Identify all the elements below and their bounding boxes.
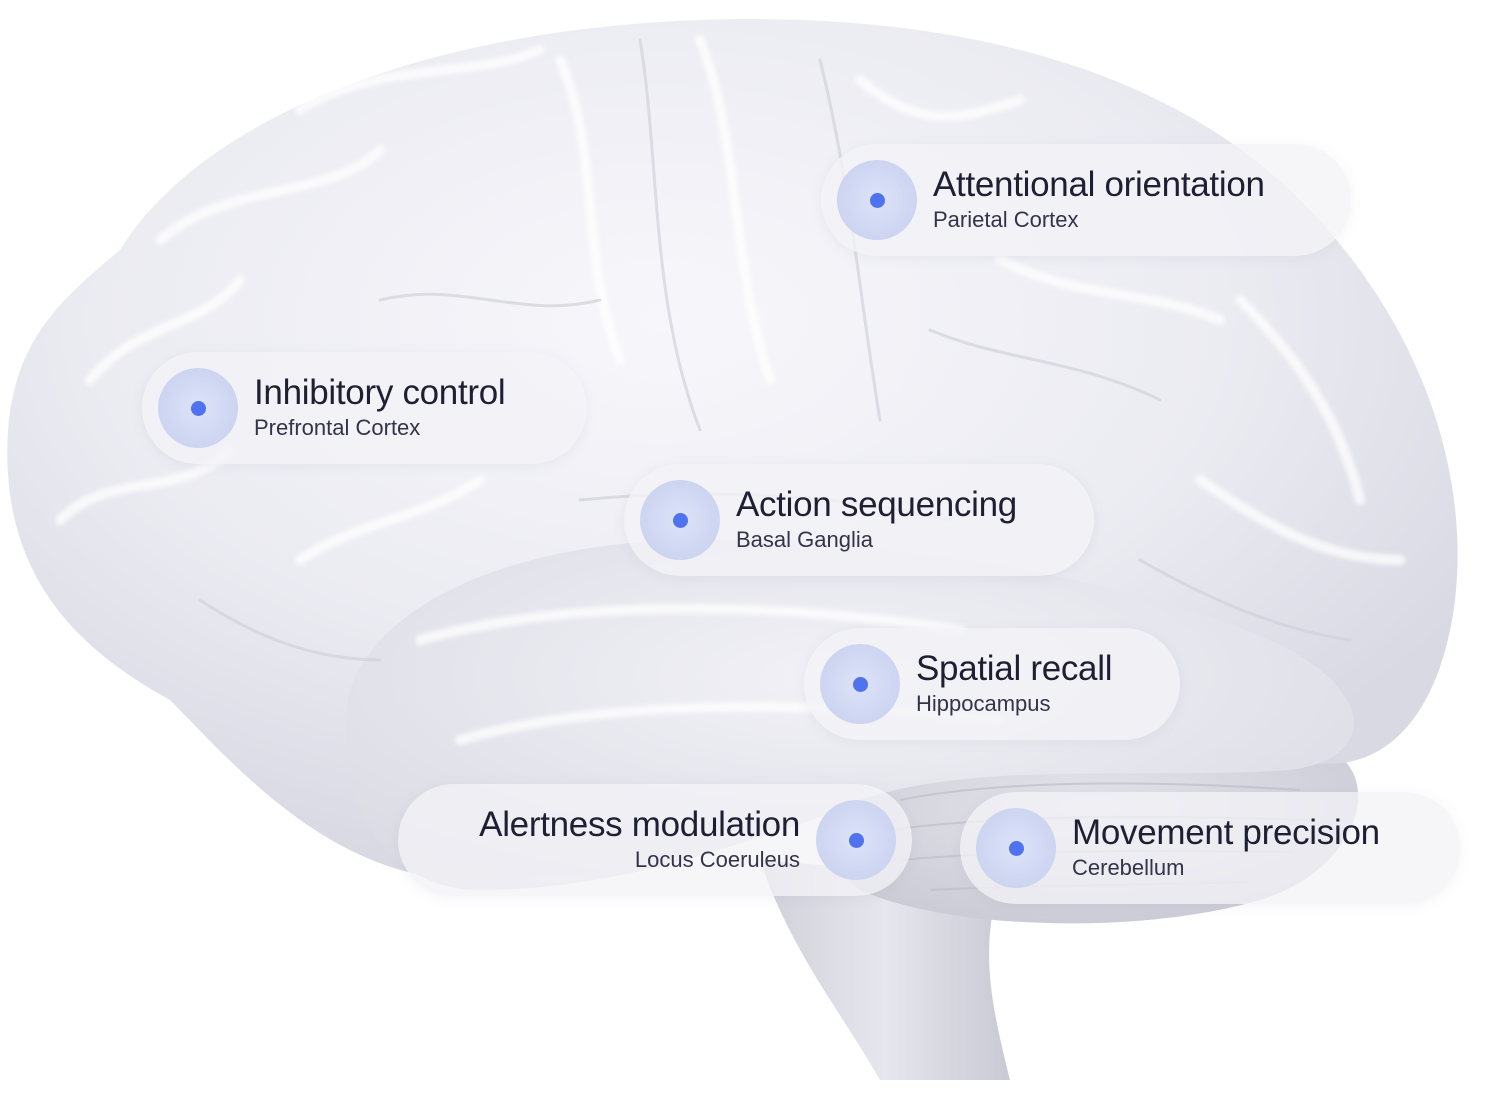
label-region: Parietal Cortex bbox=[933, 207, 1079, 232]
label-title: Action sequencing bbox=[736, 485, 1017, 524]
label-region: Cerebellum bbox=[1072, 855, 1185, 880]
label-title: Attentional orientation bbox=[933, 165, 1265, 204]
label-spatial-recall[interactable]: Spatial recall Hippocampus bbox=[804, 628, 1180, 740]
dot-marker-icon bbox=[837, 160, 917, 240]
dot-marker-icon bbox=[158, 368, 238, 448]
label-region: Locus Coeruleus bbox=[634, 847, 800, 872]
label-inhibitory-control[interactable]: Inhibitory control Prefrontal Cortex bbox=[142, 352, 587, 464]
label-region: Basal Ganglia bbox=[736, 527, 873, 552]
dot-marker-icon bbox=[640, 480, 720, 560]
label-alertness-modulation[interactable]: Alertness modulation Locus Coeruleus bbox=[398, 784, 912, 896]
label-movement-precision[interactable]: Movement precision Cerebellum bbox=[960, 792, 1460, 904]
label-region: Hippocampus bbox=[916, 691, 1051, 716]
label-region: Prefrontal Cortex bbox=[254, 415, 421, 440]
label-title: Inhibitory control bbox=[254, 373, 506, 412]
dot-marker-icon bbox=[976, 808, 1056, 888]
dot-marker-icon bbox=[816, 800, 896, 880]
label-attentional-orientation[interactable]: Attentional orientation Parietal Cortex bbox=[821, 144, 1351, 256]
label-title: Movement precision bbox=[1072, 813, 1380, 852]
label-action-sequencing[interactable]: Action sequencing Basal Ganglia bbox=[624, 464, 1094, 576]
dot-marker-icon bbox=[820, 644, 900, 724]
label-title: Spatial recall bbox=[916, 649, 1113, 688]
label-title: Alertness modulation bbox=[479, 805, 800, 844]
